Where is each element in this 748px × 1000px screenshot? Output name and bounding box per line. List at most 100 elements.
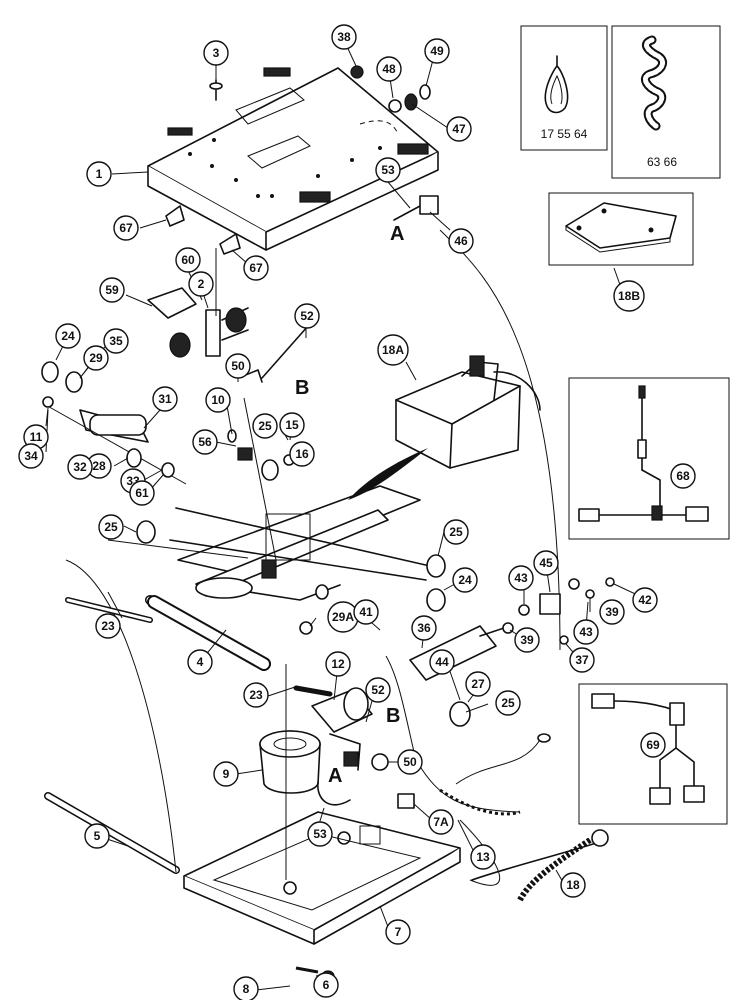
callout-circle: [632, 587, 658, 613]
callout-circle: [294, 303, 320, 329]
callout-c46: 46: [448, 228, 474, 254]
callout-label: 18B: [618, 289, 640, 303]
callout-c44: 44: [429, 649, 455, 675]
callout-circle: [307, 821, 333, 847]
callout-c10: 10: [205, 387, 231, 413]
callout-label: 67: [249, 261, 263, 275]
callout-c39a: 39: [514, 627, 540, 653]
callout-circle: [83, 345, 109, 371]
callout-circle: [495, 690, 521, 716]
callout-c53a: 53: [375, 157, 401, 183]
callout-circle: [99, 277, 125, 303]
callout-circle: [279, 412, 305, 438]
callout-c59: 59: [99, 277, 125, 303]
callout-circle: [205, 387, 231, 413]
callout-c52b: 52: [365, 677, 391, 703]
callout-label: 37: [575, 653, 589, 667]
connector-letter-lb1: B: [295, 377, 309, 399]
callout-circle: [560, 872, 586, 898]
callout-label: 29: [89, 351, 103, 365]
callout-c68: 68: [670, 463, 696, 489]
callout-label: 44: [435, 655, 449, 669]
callout-circle: [233, 976, 259, 1000]
inset-strap-part-numbers: 17 55 64: [541, 127, 588, 141]
callout-circle: [353, 599, 379, 625]
callout-c69: 69: [640, 732, 666, 758]
callout-circle: [443, 519, 469, 545]
callout-c56: 56: [192, 429, 218, 455]
callout-label: 24: [61, 329, 75, 343]
callout-c43b: 43: [573, 619, 599, 645]
callout-circle: [86, 161, 112, 187]
callout-circle: [213, 761, 239, 787]
callout-circle: [508, 565, 534, 591]
callout-circle: [376, 56, 402, 82]
callout-circle: [465, 671, 491, 697]
damper-31: [79, 409, 149, 443]
scissor-frame: [145, 485, 431, 669]
callout-c53b: 53: [307, 821, 333, 847]
callout-circle: [95, 613, 121, 639]
callout-label: 69: [646, 738, 660, 752]
callout-c50b: 50: [397, 749, 423, 775]
callout-circle: [129, 480, 155, 506]
inset-harness-68: [568, 377, 730, 540]
callout-c42: 42: [632, 587, 658, 613]
callout-circle: [67, 454, 93, 480]
callout-label: 11: [30, 430, 43, 444]
callout-c9: 9: [213, 761, 239, 787]
callout-c2: 2: [188, 271, 214, 297]
callout-circle: [175, 247, 201, 273]
callout-circle: [446, 116, 472, 142]
callout-c52a: 52: [294, 303, 320, 329]
callout-c24b: 24: [452, 567, 478, 593]
callout-c38: 38: [331, 24, 357, 50]
callout-circle: [18, 443, 44, 469]
callout-label: 25: [258, 419, 272, 433]
callout-c25d: 25: [495, 690, 521, 716]
callout-label: 59: [105, 283, 119, 297]
callout-c25c: 25: [443, 519, 469, 545]
harness-18: [471, 829, 609, 902]
callout-circle: [188, 271, 214, 297]
callout-label: 34: [24, 449, 38, 463]
callout-label: 1: [96, 167, 103, 181]
connector-letter-lb2: B: [386, 705, 400, 727]
callout-c28: 28: [86, 453, 112, 479]
callout-c45: 45: [533, 550, 559, 576]
guide-lines: [43, 229, 561, 886]
callout-label: 46: [454, 234, 468, 248]
callout-c12: 12: [325, 651, 351, 677]
callout-label: 23: [249, 688, 263, 702]
callout-c6: 6: [313, 972, 339, 998]
callout-label: 39: [605, 605, 619, 619]
callout-c31: 31: [152, 386, 178, 412]
callout-label: 43: [579, 625, 593, 639]
callout-circle: [670, 463, 696, 489]
callout-c8: 8: [233, 976, 259, 1000]
callout-label: 7A: [433, 815, 449, 829]
callout-label: 35: [109, 334, 123, 348]
callout-label: 18: [566, 878, 580, 892]
callout-c18: 18: [560, 872, 586, 898]
callout-label: 60: [181, 253, 195, 267]
callout-label: 48: [382, 62, 396, 76]
callout-circle: [187, 649, 213, 675]
callout-label: 42: [638, 593, 652, 607]
callout-c43a: 43: [508, 565, 534, 591]
callout-circle: [397, 749, 423, 775]
callout-label: 50: [403, 755, 417, 769]
callout-c67b: 67: [243, 255, 269, 281]
callout-c7a: 7A: [428, 809, 454, 835]
callout-circle: [377, 334, 409, 366]
callout-circle: [448, 228, 474, 254]
callout-c37: 37: [569, 647, 595, 673]
callout-c25a: 25: [98, 514, 124, 540]
callout-label: 52: [300, 309, 314, 323]
callout-circle: [452, 567, 478, 593]
callout-c11: 11: [23, 424, 49, 450]
callout-circle: [569, 647, 595, 673]
callout-circle: [470, 844, 496, 870]
callout-label: 24: [458, 573, 472, 587]
height-adjust-lever: [147, 287, 249, 358]
